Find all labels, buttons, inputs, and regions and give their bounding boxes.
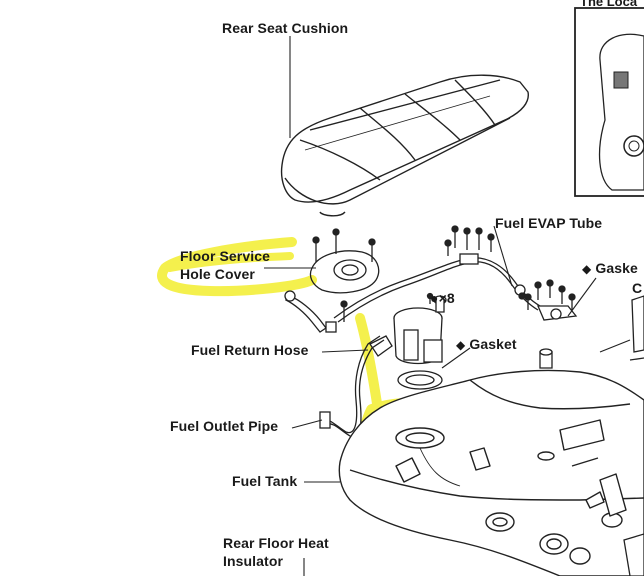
cushion-seam-4 bbox=[454, 79, 496, 126]
inset-title: The Loca bbox=[580, 0, 638, 9]
label-fuel-outlet-pipe: Fuel Outlet Pipe bbox=[170, 418, 279, 434]
cushion-seam-3 bbox=[404, 93, 461, 141]
label-gasket-right-line2: C bbox=[632, 280, 643, 296]
highlight-downstroke bbox=[355, 313, 383, 415]
highlight-cover-loop-2 bbox=[166, 252, 294, 272]
cushion-seam-2 bbox=[359, 107, 416, 161]
label-rear-seat-cushion: Rear Seat Cushion bbox=[222, 20, 349, 36]
rear-seat-cushion bbox=[280, 74, 529, 217]
label-gasket-center: ◆ Gasket bbox=[456, 336, 517, 354]
fuel-evap-tube bbox=[333, 253, 541, 323]
inset-tank-outline bbox=[598, 33, 644, 191]
tank-outline bbox=[338, 369, 644, 576]
label-gasket-right: ◆ Gaske bbox=[582, 260, 638, 278]
label-floor-service-line1: Floor Service bbox=[180, 248, 271, 264]
fuel-tank bbox=[338, 369, 644, 576]
location-inset bbox=[574, 7, 644, 197]
gasket-plate-right bbox=[537, 305, 578, 369]
leader-gasket-right bbox=[567, 277, 597, 317]
inset-pump-ring bbox=[623, 135, 644, 157]
cushion-front-edge bbox=[284, 117, 511, 205]
label-floor-service-line2: Hole Cover bbox=[180, 266, 255, 282]
fuel-pump-assembly bbox=[369, 292, 447, 390]
label-bolt-count: ●×8 bbox=[430, 290, 455, 307]
leader-lines bbox=[264, 36, 631, 576]
bolt-cluster-top bbox=[444, 225, 495, 256]
cushion-top-seam bbox=[309, 79, 501, 131]
floor-service-hole-cover bbox=[309, 228, 380, 322]
label-insulator-line1: Rear Floor Heat bbox=[223, 535, 329, 551]
gasket-center-text: Gasket bbox=[469, 336, 517, 352]
diamond-icon: ◆ bbox=[582, 262, 592, 276]
diamond-icon: ◆ bbox=[456, 338, 466, 352]
inset-hatched-square bbox=[613, 71, 629, 89]
bolt-cluster-right bbox=[524, 279, 576, 310]
inset-frame bbox=[574, 7, 644, 197]
highlight-cover-loop bbox=[157, 237, 317, 297]
cushion-seam-1 bbox=[299, 139, 381, 181]
label-fuel-tank: Fuel Tank bbox=[232, 473, 298, 489]
label-fuel-return-hose: Fuel Return Hose bbox=[191, 342, 309, 358]
label-fuel-evap-tube: Fuel EVAP Tube bbox=[495, 215, 603, 231]
leader-evap-tube bbox=[493, 225, 513, 287]
leader-gasket-center bbox=[441, 347, 471, 369]
right-edge-parts bbox=[623, 295, 644, 576]
gasket-right-text: Gaske bbox=[595, 260, 638, 276]
label-insulator-line2: Insulator bbox=[223, 553, 284, 569]
leader-outlet-pipe bbox=[291, 419, 323, 429]
bolt-icon: ● bbox=[430, 290, 439, 306]
cushion-outline bbox=[280, 74, 529, 203]
leader-return-hose bbox=[321, 349, 369, 353]
fuel-return-hose bbox=[284, 290, 337, 333]
bolt-count-text: ×8 bbox=[438, 290, 455, 306]
